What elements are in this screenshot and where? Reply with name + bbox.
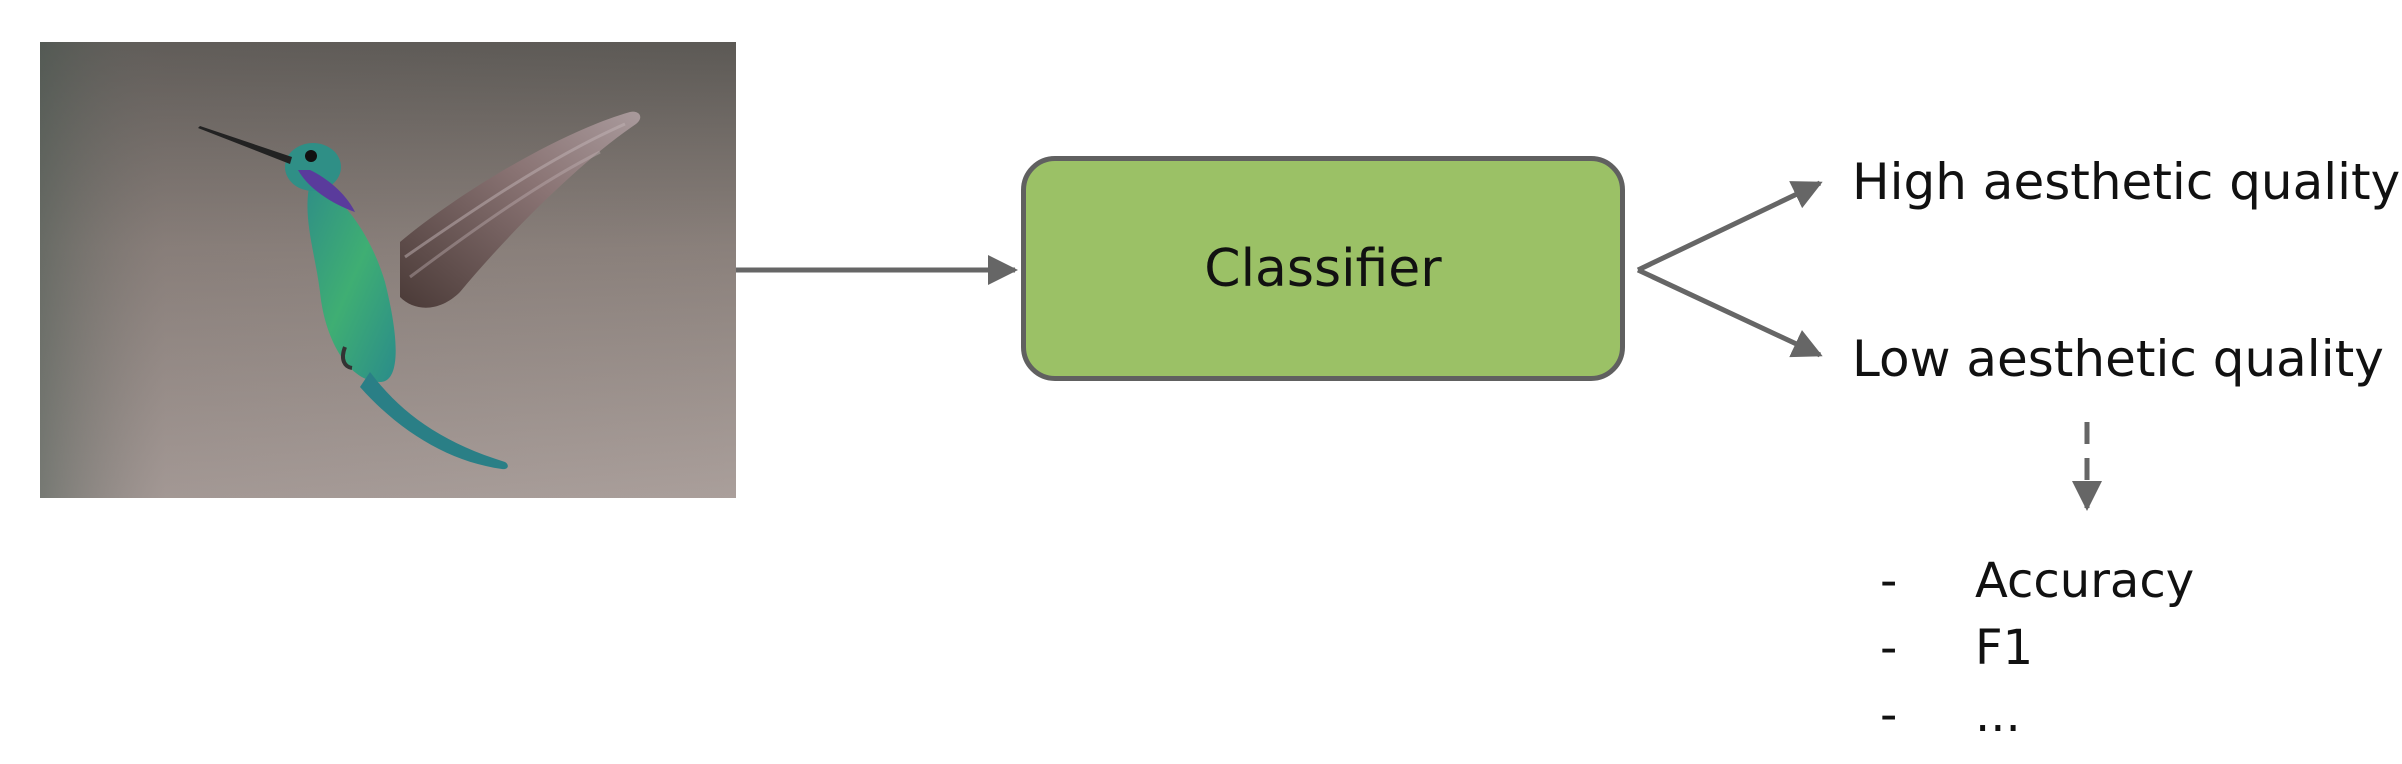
metric-label-accuracy: Accuracy (1975, 552, 2195, 609)
metric-bullet: - (1880, 552, 1898, 609)
arrow-to-low (1636, 267, 1823, 358)
classifier-box: Classifier (1021, 156, 1625, 381)
classifier-label: Classifier (1204, 238, 1442, 299)
metrics-list: - Accuracy - F1 - ... (1880, 547, 2194, 748)
hummingbird-image (40, 42, 736, 498)
metric-label-f1: F1 (1975, 619, 2034, 676)
metric-label-more: ... (1975, 686, 2021, 743)
metric-item: - Accuracy (1880, 547, 2194, 614)
metric-item: - ... (1880, 681, 2194, 748)
metric-item: - F1 (1880, 614, 2194, 681)
metric-bullet: - (1880, 686, 1898, 743)
arrow-to-high (1636, 180, 1823, 273)
metric-bullet: - (1880, 619, 1898, 676)
output-low-quality: Low aesthetic quality (1852, 330, 2384, 388)
output-high-quality: High aesthetic quality (1852, 153, 2401, 211)
